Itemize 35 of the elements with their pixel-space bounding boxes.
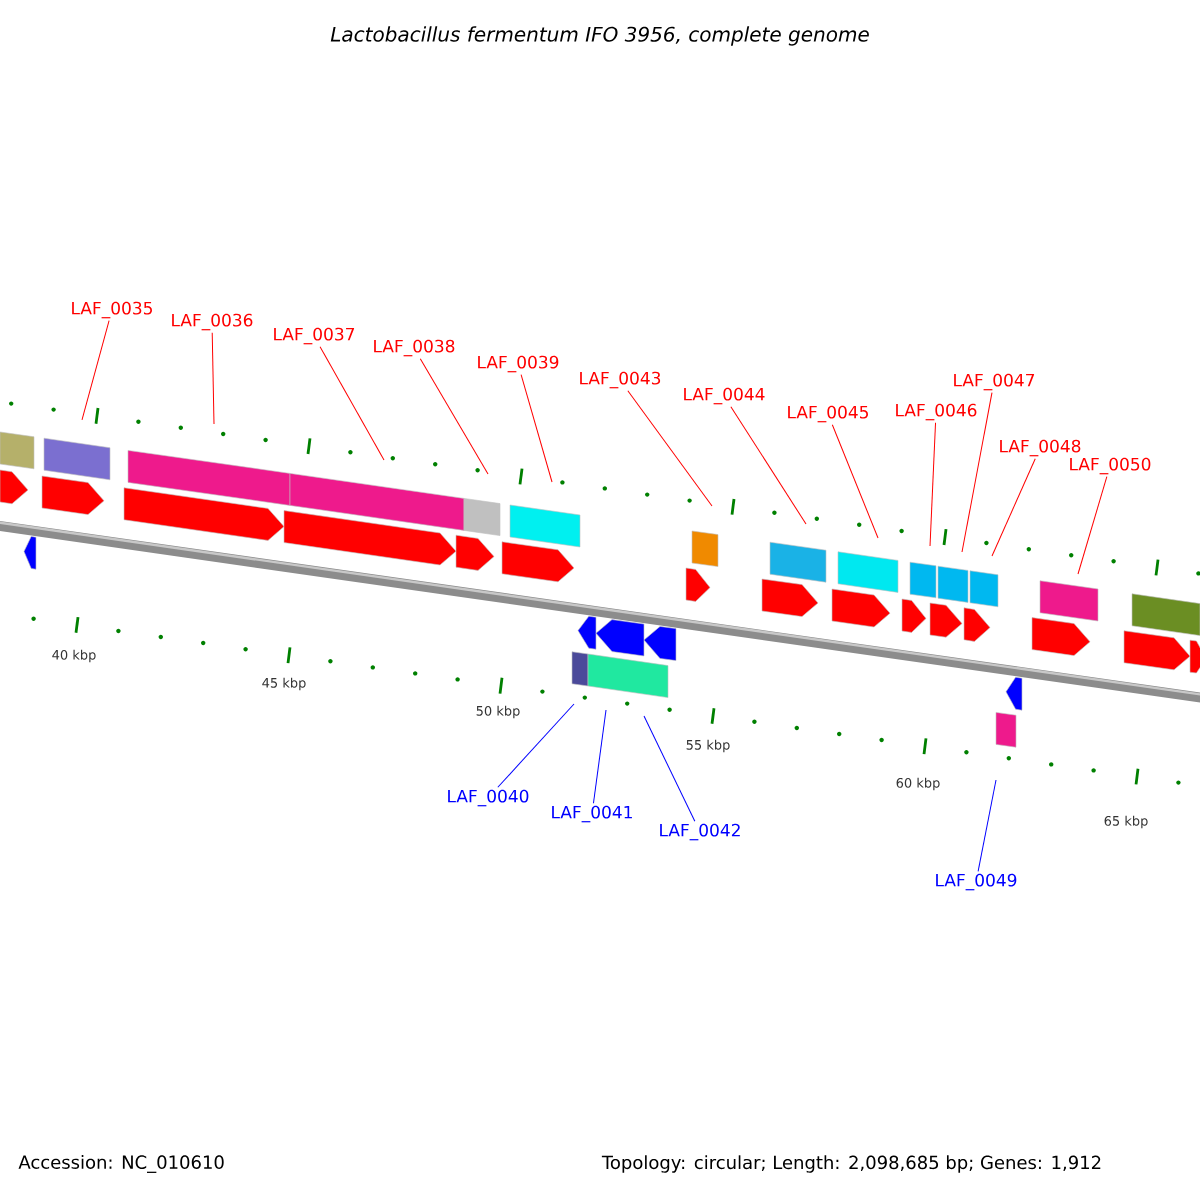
gene-label: LAF_0043: [580, 371, 661, 389]
gene-label: LAF_0046: [896, 403, 977, 421]
leader-line: [961, 392, 993, 553]
gene-label: LAF_0039: [478, 355, 559, 373]
leader-line: [319, 346, 385, 461]
genome-info-text: Topology: circular; Length: 2,098,685 bp; Genes: 1,912: [601, 1155, 1101, 1173]
gene-label: LAF_0036: [172, 313, 253, 331]
gene-label: LAF_0042: [660, 823, 740, 841]
leader-line: [211, 332, 215, 425]
gene-label: LAF_0049: [936, 873, 1017, 891]
gene-label: LAF_0040: [448, 789, 529, 807]
leader-line: [929, 422, 937, 547]
leader-line: [419, 358, 489, 475]
gene-label: LAF_0048: [1000, 439, 1081, 457]
leader-line: [81, 320, 110, 421]
title: Lactobacillus fermentum IFO 3956, complete genome: [330, 26, 869, 46]
leader-line: [977, 779, 997, 872]
leader-line: [592, 709, 607, 804]
leader-line: [1077, 476, 1108, 575]
leader-line: [497, 703, 575, 788]
leader-line: [831, 424, 879, 539]
gene-label: LAF_0041: [552, 805, 632, 823]
leader-line: [627, 390, 713, 507]
gene-label: LAF_0035: [72, 301, 152, 319]
gene-label: LAF_0037: [274, 327, 355, 345]
gene-label: LAF_0050: [1070, 457, 1151, 475]
gene-label: LAF_0038: [374, 339, 455, 357]
gene-label: LAF_0045: [788, 405, 868, 423]
gene-label: LAF_0044: [684, 387, 765, 405]
leader-line: [643, 715, 696, 822]
leader-line: [730, 406, 807, 525]
leader-line: [991, 458, 1036, 557]
gene-label: LAF_0047: [954, 373, 1035, 391]
accession-label: Accession: NC_010610: [18, 1155, 224, 1173]
leader-line: [520, 374, 553, 483]
